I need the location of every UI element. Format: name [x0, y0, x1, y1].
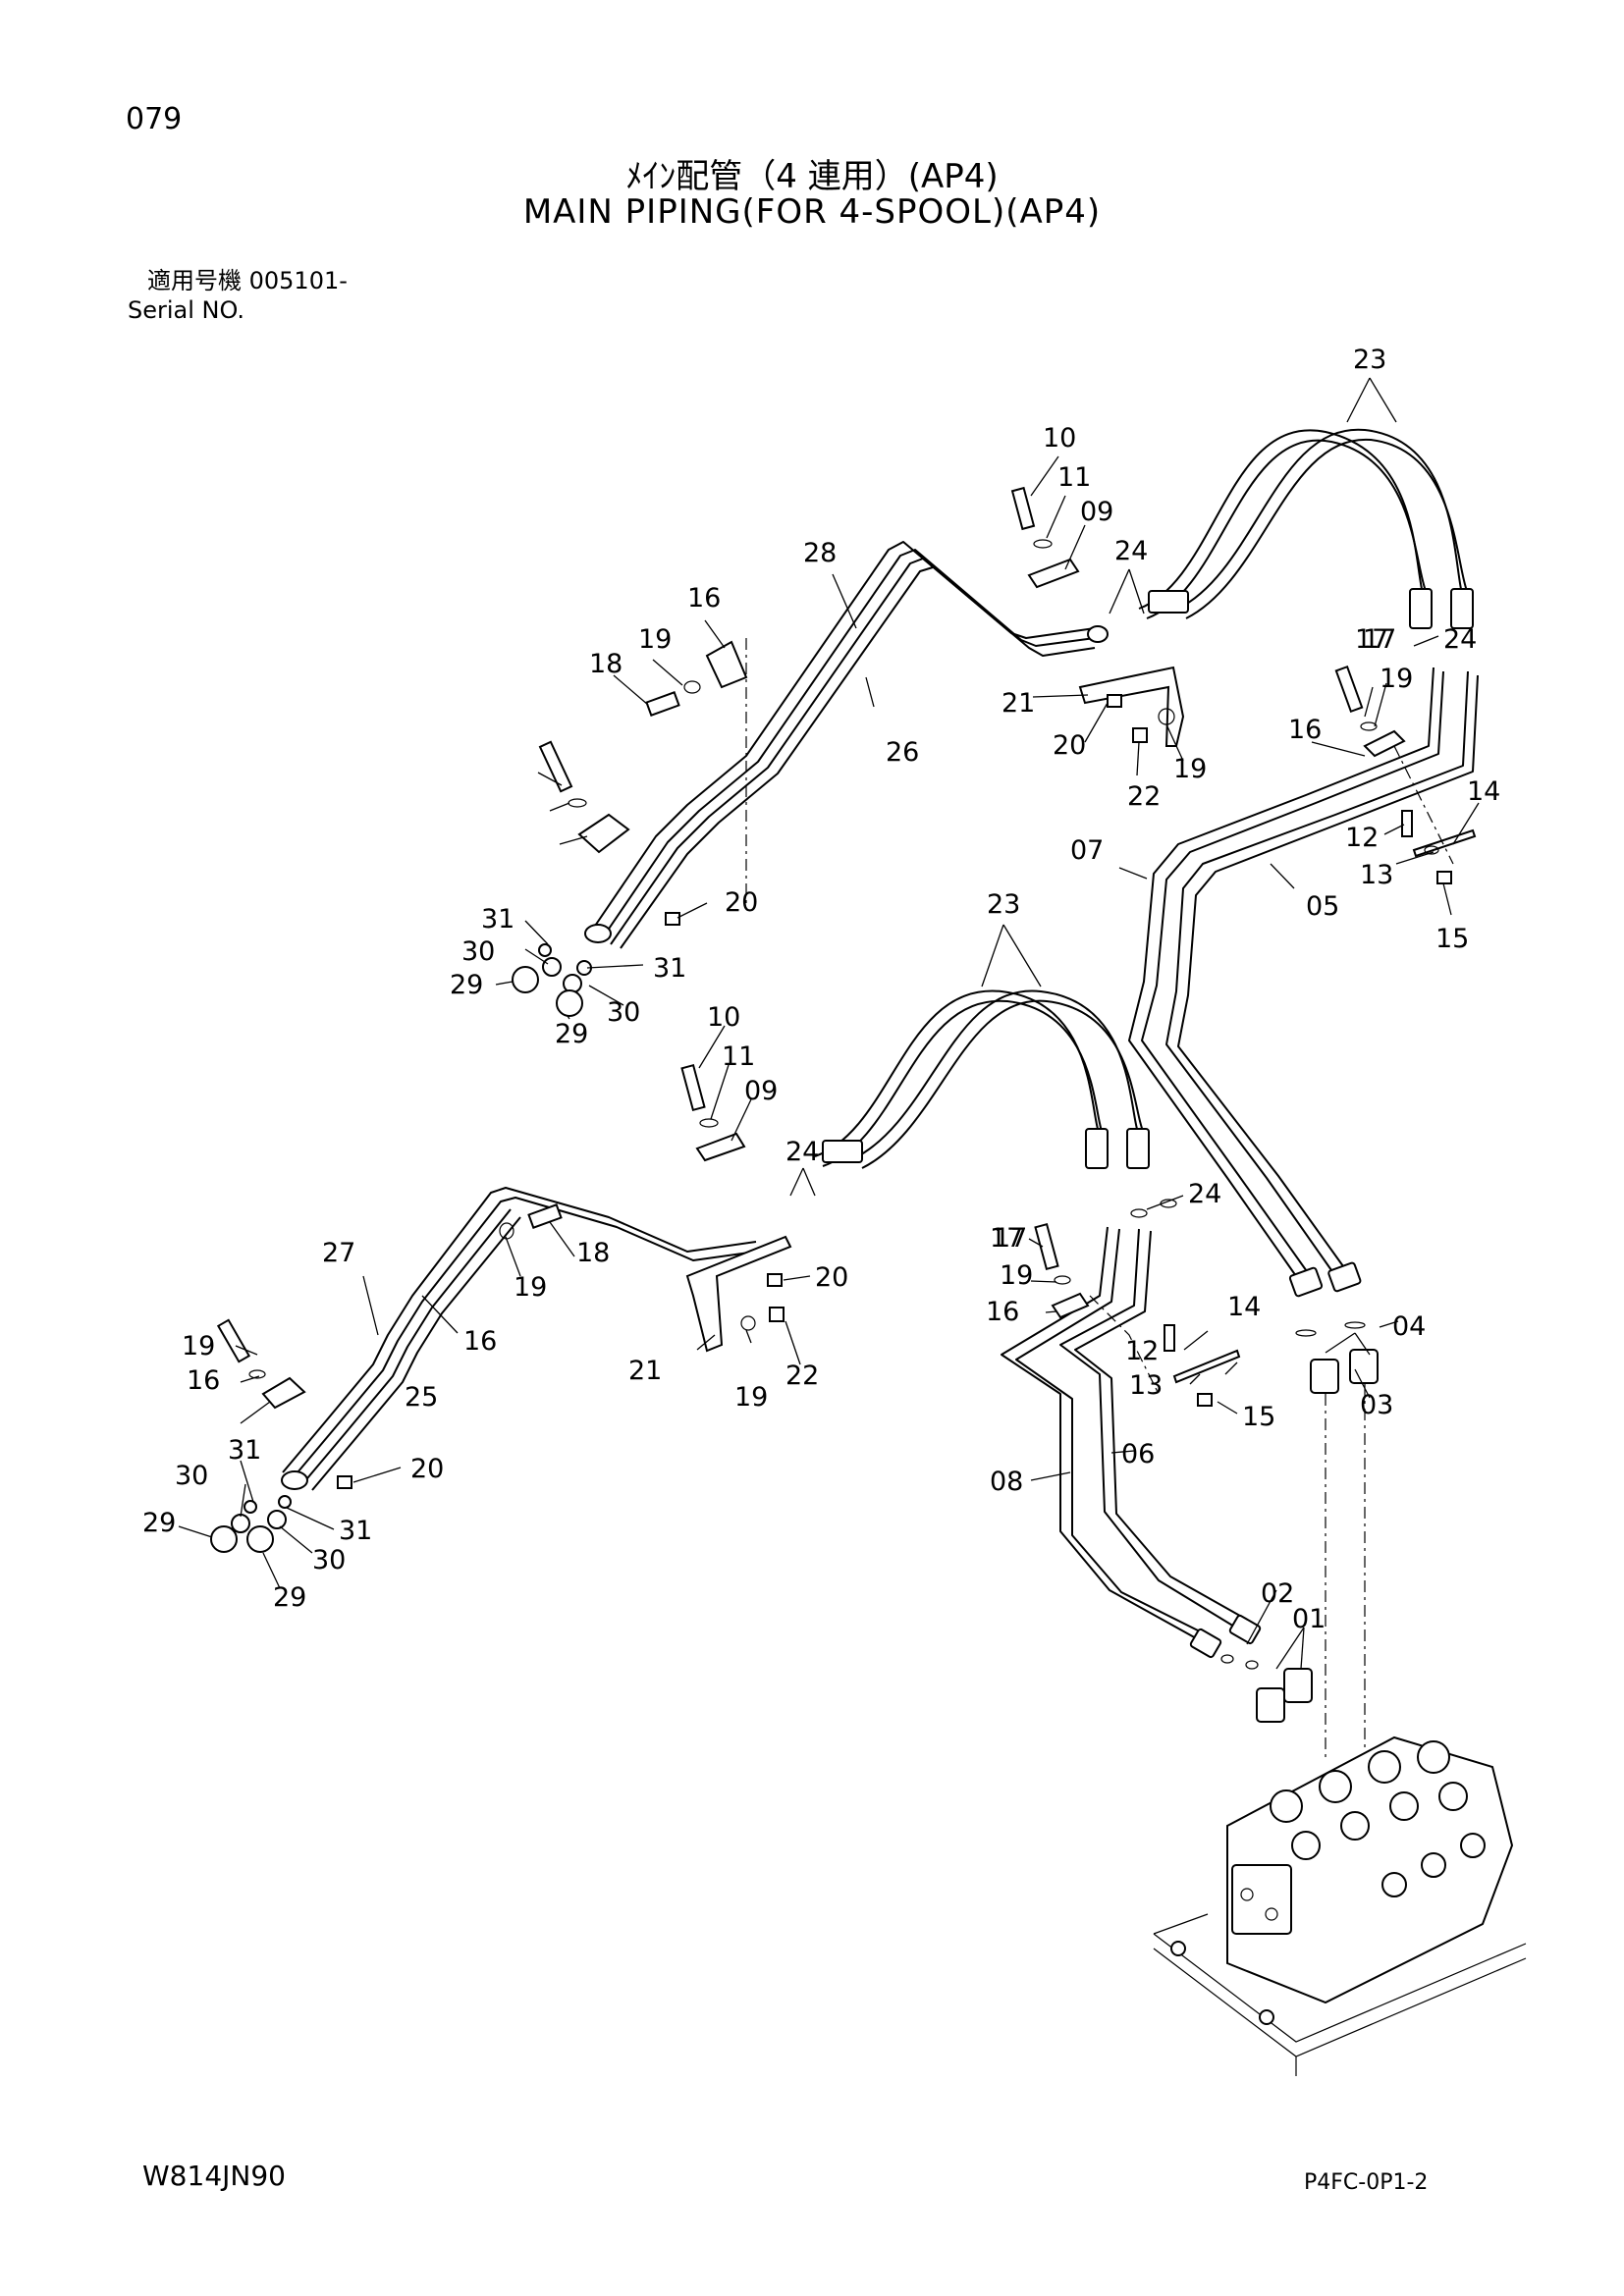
callout: 08 — [990, 1467, 1023, 1497]
page-number: 079 — [126, 102, 183, 136]
title-japanese: ﾒｲﾝ配管（4 連用）(AP4) — [625, 157, 999, 196]
callout: 13 — [1360, 860, 1393, 890]
callout: 29 — [273, 1582, 306, 1613]
callout: 19 — [1173, 754, 1207, 784]
callout: 19 — [182, 1331, 215, 1362]
pipes-06-08 — [1001, 1226, 1262, 1659]
title-english: MAIN PIPING(FOR 4-SPOOL)(AP4) — [522, 192, 1102, 232]
callout: 24 — [1188, 1179, 1221, 1209]
serial-label-japanese: 適用号機 005101- — [147, 267, 348, 294]
fittings — [1256, 1349, 1379, 1757]
callout: 18 — [576, 1238, 610, 1268]
callout: 16 — [986, 1297, 1019, 1327]
upper-boom-pipes — [584, 541, 1109, 949]
callout: 26 — [886, 737, 919, 768]
callout: 31 — [228, 1435, 261, 1466]
callout: 28 — [803, 538, 837, 568]
callout: 20 — [410, 1454, 444, 1484]
callout: 19 — [734, 1382, 768, 1413]
pipes-05-07 — [1128, 667, 1479, 1298]
callout: 30 — [607, 997, 640, 1028]
callout: 10 — [1043, 423, 1076, 454]
callout: 24 — [1114, 536, 1148, 566]
footer-page-code: P4FC-0P1-2 — [1304, 2170, 1429, 2195]
callout: 20 — [725, 887, 758, 918]
callout: 30 — [175, 1461, 208, 1491]
upper-hoses — [1138, 428, 1474, 629]
callout: 22 — [1127, 781, 1161, 812]
callout: 03 — [1360, 1390, 1393, 1420]
callout: 20 — [1053, 730, 1086, 761]
callout: 24 — [1443, 624, 1477, 655]
callout: 19 — [1380, 664, 1413, 694]
callout: 25 — [405, 1382, 438, 1413]
callout: 11 — [1057, 462, 1091, 493]
callout: 24 — [785, 1137, 819, 1167]
callout: 14 — [1467, 776, 1500, 807]
callout: 30 — [312, 1545, 346, 1575]
leader-lines — [178, 377, 1480, 1670]
callout: 12 — [1125, 1336, 1159, 1366]
callout: 09 — [744, 1076, 778, 1106]
callout: 31 — [339, 1516, 372, 1546]
callout: 11 — [722, 1041, 755, 1072]
callout: 05 — [1306, 891, 1339, 922]
callout: 17 — [990, 1223, 1023, 1254]
callout: 14 — [1227, 1292, 1261, 1322]
callout: 31 — [653, 953, 686, 984]
callout: 23 — [1353, 345, 1386, 375]
callout: 21 — [628, 1356, 662, 1386]
callout: 23 — [987, 889, 1020, 920]
callout: 29 — [450, 970, 483, 1000]
callout: 19 — [1000, 1260, 1033, 1291]
callout: 12 — [1345, 823, 1379, 853]
callout: 20 — [815, 1262, 848, 1293]
callout: 01 — [1292, 1604, 1326, 1634]
callout: 16 — [463, 1326, 497, 1357]
fitting-end — [584, 924, 612, 943]
control-valve — [1153, 1735, 1527, 2076]
callout: 18 — [589, 649, 623, 679]
footer-document-code: W814JN90 — [142, 2160, 286, 2192]
callout: 22 — [785, 1361, 819, 1391]
callout: 04 — [1392, 1311, 1426, 1342]
callout: 30 — [461, 936, 495, 967]
callout: 29 — [142, 1508, 176, 1538]
callout: 02 — [1261, 1578, 1294, 1609]
lower-hoses — [814, 989, 1150, 1169]
callout: 10 — [707, 1002, 740, 1033]
lower-boom-pipes — [281, 1187, 757, 1491]
callout: 15 — [1242, 1402, 1275, 1432]
callout: 27 — [322, 1238, 355, 1268]
callout: 17 — [1363, 624, 1396, 655]
callout: 17 — [1355, 624, 1388, 655]
callout: 21 — [1001, 688, 1035, 719]
callout: 17 — [994, 1223, 1027, 1254]
callout-numbers: 23 10 11 09 24 28 16 19 18 17 24 21 26 2… — [142, 345, 1500, 1634]
callout: 16 — [187, 1365, 220, 1396]
callout: 16 — [687, 583, 721, 614]
callout: 15 — [1435, 924, 1469, 954]
callout: 06 — [1121, 1439, 1155, 1469]
serial-label-english: Serial NO. — [128, 296, 245, 324]
callout: 29 — [555, 1019, 588, 1049]
callout: 19 — [514, 1272, 547, 1303]
callout: 31 — [481, 904, 514, 934]
hardware — [210, 486, 1477, 1670]
callout: 13 — [1129, 1370, 1163, 1401]
callout: 16 — [1288, 715, 1322, 745]
callout: 19 — [638, 624, 672, 655]
callout: 07 — [1070, 835, 1104, 866]
callout: 09 — [1080, 497, 1113, 527]
